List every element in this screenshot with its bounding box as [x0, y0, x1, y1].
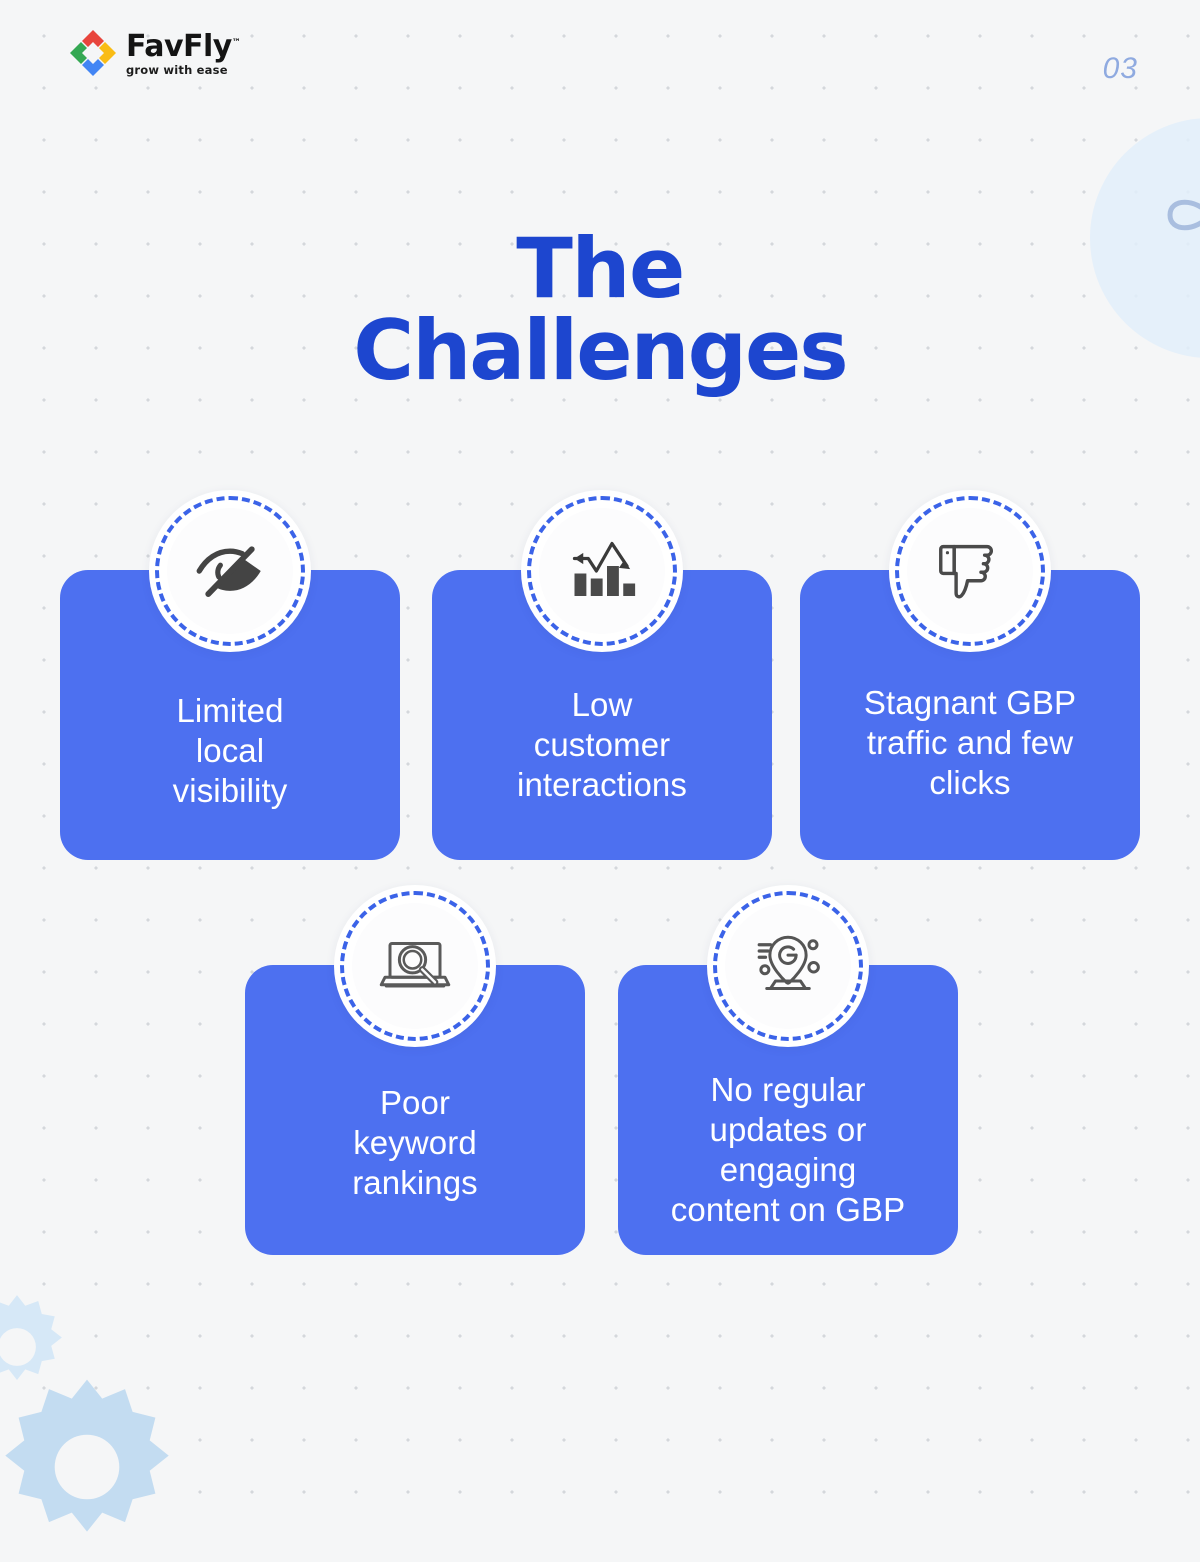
page-title: The Challenges [0, 227, 1200, 400]
page-number: 03 [1102, 52, 1138, 85]
laptop-search-icon [379, 942, 451, 988]
challenge-card-label: Poor keyword rankings [336, 1083, 494, 1203]
card-text-line-1: Poor [379, 1084, 451, 1121]
logo-wordmark: FavFly™ [126, 28, 241, 64]
brand-logo[interactable]: FavFly™ grow with ease [68, 28, 241, 78]
gear-icon-large [5, 1379, 169, 1532]
card-text-line-2: local [195, 731, 265, 769]
logo-text-block: FavFly™ grow with ease [126, 28, 241, 77]
logo-tagline: grow with ease [126, 62, 228, 77]
challenge-card-label: No regular updates or engaging content o… [655, 1070, 921, 1230]
logo-trademark: ™ [231, 37, 241, 48]
declining-bar-chart-icon [572, 541, 636, 596]
card-text-line-3: visibility [172, 771, 288, 809]
card-text-line-1: No regular [710, 1071, 866, 1108]
card-text-line-2: customer [533, 725, 671, 763]
badge-dashed-ring [155, 496, 305, 646]
card-text-line-2: updates or [709, 1110, 867, 1148]
challenge-icon-badge-1 [149, 490, 311, 652]
challenge-icon-badge-4 [334, 885, 496, 1047]
thumbs-down-icon [939, 544, 994, 599]
challenge-icon-badge-2 [521, 490, 683, 652]
card-text-line-1: Low [571, 686, 633, 723]
challenge-icon-badge-5 [707, 885, 869, 1047]
logo-wordmark-text: FavFly [126, 28, 232, 64]
challenge-card-label: Low customer interactions [501, 685, 703, 805]
gear-icon-small [0, 1295, 62, 1381]
card-text-line-1: Stagnant GBP [863, 684, 1077, 721]
page-header: FavFly™ grow with ease 03 [0, 0, 1200, 110]
card-text-line-1: Limited [176, 692, 284, 729]
card-text-line-3: engaging [719, 1150, 857, 1188]
challenge-card-label: Limited local visibility [157, 691, 304, 811]
badge-dashed-ring [527, 496, 677, 646]
card-text-line-3: interactions [517, 765, 687, 803]
favfly-diamond-logo-icon [70, 30, 116, 76]
page-title-line-1: The [516, 220, 685, 317]
google-map-pin-icon [757, 935, 820, 990]
challenge-card-label: Stagnant GBP traffic and few clicks [848, 683, 1092, 803]
page-title-line-2: Challenges [353, 302, 848, 400]
badge-dashed-ring [713, 891, 863, 1041]
badge-dashed-ring [340, 891, 490, 1041]
infinity-symbol-icon [1167, 199, 1200, 231]
challenge-icon-badge-3 [889, 490, 1051, 652]
card-text-line-3: rankings [352, 1163, 478, 1201]
card-text-line-2: traffic and few [866, 723, 1074, 761]
challenge-card-no-regular-updates[interactable]: No regular updates or engaging content o… [618, 965, 958, 1255]
card-text-line-4: content on GBP [670, 1190, 906, 1228]
badge-dashed-ring [895, 496, 1045, 646]
challenge-card-poor-keyword-rankings[interactable]: Poor keyword rankings [245, 965, 585, 1255]
eye-off-icon [196, 546, 261, 597]
challenge-card-limited-local-visibility[interactable]: Limited local visibility [60, 570, 400, 860]
card-text-line-2: keyword [353, 1123, 477, 1161]
card-text-line-3: clicks [929, 763, 1011, 801]
